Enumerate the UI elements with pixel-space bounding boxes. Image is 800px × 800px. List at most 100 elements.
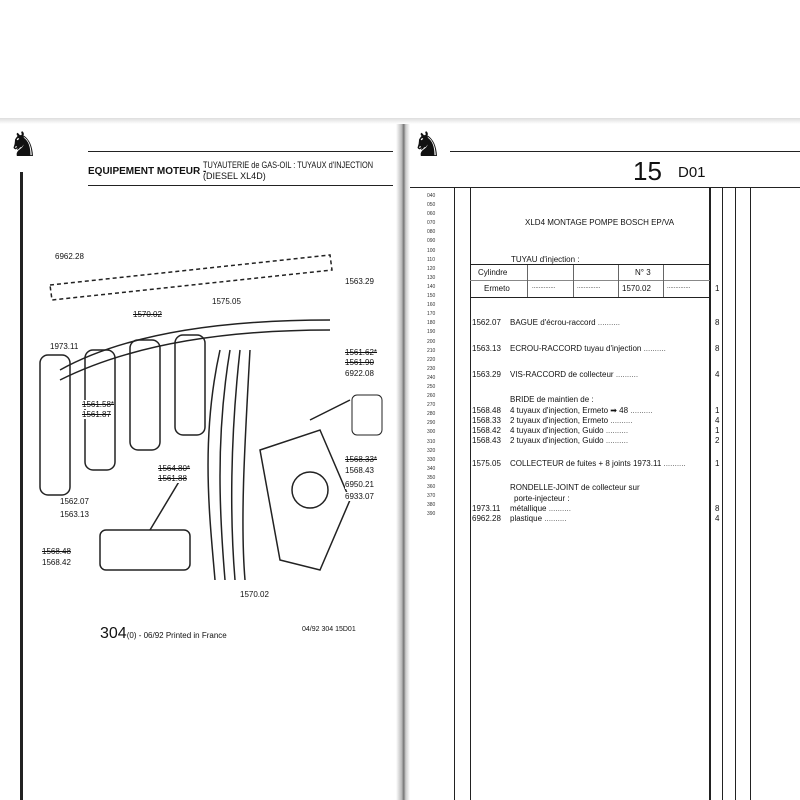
margin-bar [20, 172, 23, 800]
injector-4 [174, 334, 206, 436]
row-number: 100 [427, 247, 436, 254]
injection-pump [259, 429, 351, 571]
row-number: 260 [427, 393, 436, 400]
dots: .............. [532, 284, 556, 290]
section-title: EQUIPEMENT MOTEUR - [88, 166, 207, 177]
page-code: D01 [678, 164, 706, 181]
cylinder-table: Cylindre N° 3 Ermeto .............. ....… [470, 264, 710, 298]
col-line-5 [735, 187, 736, 800]
row-number: 300 [427, 429, 436, 436]
row-number: 320 [427, 447, 436, 454]
assembly-heading: XLD4 MONTAGE POMPE BOSCH EP/VA [525, 218, 675, 227]
part-desc: BAGUE d'écrou-raccord [510, 318, 596, 327]
row-number: 190 [427, 329, 436, 336]
row-number: 170 [427, 311, 436, 318]
row-number: 330 [427, 456, 436, 463]
part-qty: 4 [715, 416, 720, 425]
bride-heading: BRIDE de maintien de : [510, 395, 594, 404]
row-number: 180 [427, 320, 436, 327]
part-ref: 1568.33 [472, 416, 501, 425]
footer-page-number: 304 [100, 625, 127, 642]
part-desc: COLLECTEUR de fuites + 8 joints 1973.11 [510, 459, 662, 468]
ermeto-qty: 1 [715, 284, 720, 293]
table-col-divider [618, 265, 619, 297]
rondelle-heading: RONDELLE-JOINT de collecteur sur [510, 483, 640, 492]
row-number: 340 [427, 465, 436, 472]
part-desc: VIS-RACCORD de collecteur [510, 370, 614, 379]
col-line-2 [470, 187, 471, 800]
leader-dots: .......... [542, 514, 567, 523]
label-6950-21: 6950.21 [345, 480, 374, 489]
row-number: 130 [427, 274, 436, 281]
row-number: 060 [427, 211, 436, 218]
row-number: 270 [427, 402, 436, 409]
col-line-1 [454, 187, 455, 800]
row-number: 310 [427, 438, 436, 445]
leader-dots: .......... [603, 426, 629, 435]
part-line: 1562.07 BAGUE d'écrou-raccord .......... [472, 318, 708, 328]
label-1564-80: 1564.80* [158, 464, 191, 473]
part-qty: 2 [715, 436, 720, 445]
leader-dots: .......... [603, 436, 629, 445]
bride-clamp [99, 529, 191, 571]
part-ref: 1562.07 [472, 318, 501, 327]
row-number: 220 [427, 356, 436, 363]
part-line: 1563.29 VIS-RACCORD de collecteur .......… [472, 370, 708, 380]
row-number: 280 [427, 411, 436, 418]
page-footer: 304(0) - 06/92 Printed in France [100, 625, 227, 643]
part-qty: 1 [715, 426, 720, 435]
row-number: 050 [427, 202, 436, 209]
leader-dots: .......... [661, 459, 686, 468]
label-1562-07: 1562.07 [60, 497, 89, 506]
table-col-divider [573, 265, 574, 297]
part-desc: 2 tuyaux d'injection, Ermeto [510, 416, 609, 425]
label-1568-43: 1568.43 [345, 466, 374, 475]
col-line-3 [709, 187, 711, 800]
label-6933-07: 6933.07 [345, 492, 374, 501]
page-number: 15 [633, 156, 662, 186]
label-1570-02-top: 1570.02 [133, 310, 162, 319]
label-1575-05: 1575.05 [212, 297, 241, 306]
leader-dots: .......... [613, 370, 639, 379]
dots: .............. [667, 284, 691, 290]
row-number: 070 [427, 220, 436, 227]
label-1561-90: 1561.90 [345, 358, 374, 367]
part-ref: 1563.29 [472, 370, 501, 379]
header-rule-bottom [88, 185, 393, 186]
scan-edge [0, 118, 800, 124]
label-1561-87: 1561.87 [82, 410, 111, 419]
part-desc: 2 tuyaux d'injection, Guido [510, 436, 604, 445]
row-number: 080 [427, 229, 436, 236]
cylinder-number: N° 3 [635, 268, 651, 277]
cylinder-label: Cylindre [478, 268, 508, 277]
leader-dots: .......... [595, 318, 621, 327]
part-ref: 1973.11 [472, 504, 501, 513]
part-ref: 1568.48 [472, 406, 501, 415]
part-desc: plastique [510, 514, 543, 523]
row-number: 240 [427, 374, 436, 381]
label-1570-02-bottom: 1570.02 [240, 590, 269, 599]
header-rule-right [450, 151, 800, 152]
rondelle-heading-2: porte-injecteur : [514, 494, 570, 503]
row-number: 150 [427, 293, 436, 300]
part-ref: 1568.43 [472, 436, 501, 445]
title-line: TUYAUTERIE de GAS-OIL : TUYAUX d'INJECTI… [203, 160, 374, 170]
part-ref: 1575.05 [472, 459, 501, 468]
label-1563-29: 1563.29 [345, 277, 374, 286]
collector-rail [49, 254, 333, 301]
row-number: 160 [427, 302, 436, 309]
col-line-6 [750, 187, 751, 800]
footer-text: (0) - 06/92 Printed in France [126, 631, 227, 640]
ermeto-ref: 1570.02 [622, 284, 651, 293]
row-number: 350 [427, 474, 436, 481]
row-number: 370 [427, 493, 436, 500]
leader-dots: .......... [628, 406, 653, 415]
table-row-divider [470, 280, 710, 281]
row-number: 250 [427, 383, 436, 390]
table-top-rule [410, 187, 800, 188]
lion-logo-left: ♞ [8, 126, 39, 164]
label-1563-13: 1563.13 [60, 510, 89, 519]
